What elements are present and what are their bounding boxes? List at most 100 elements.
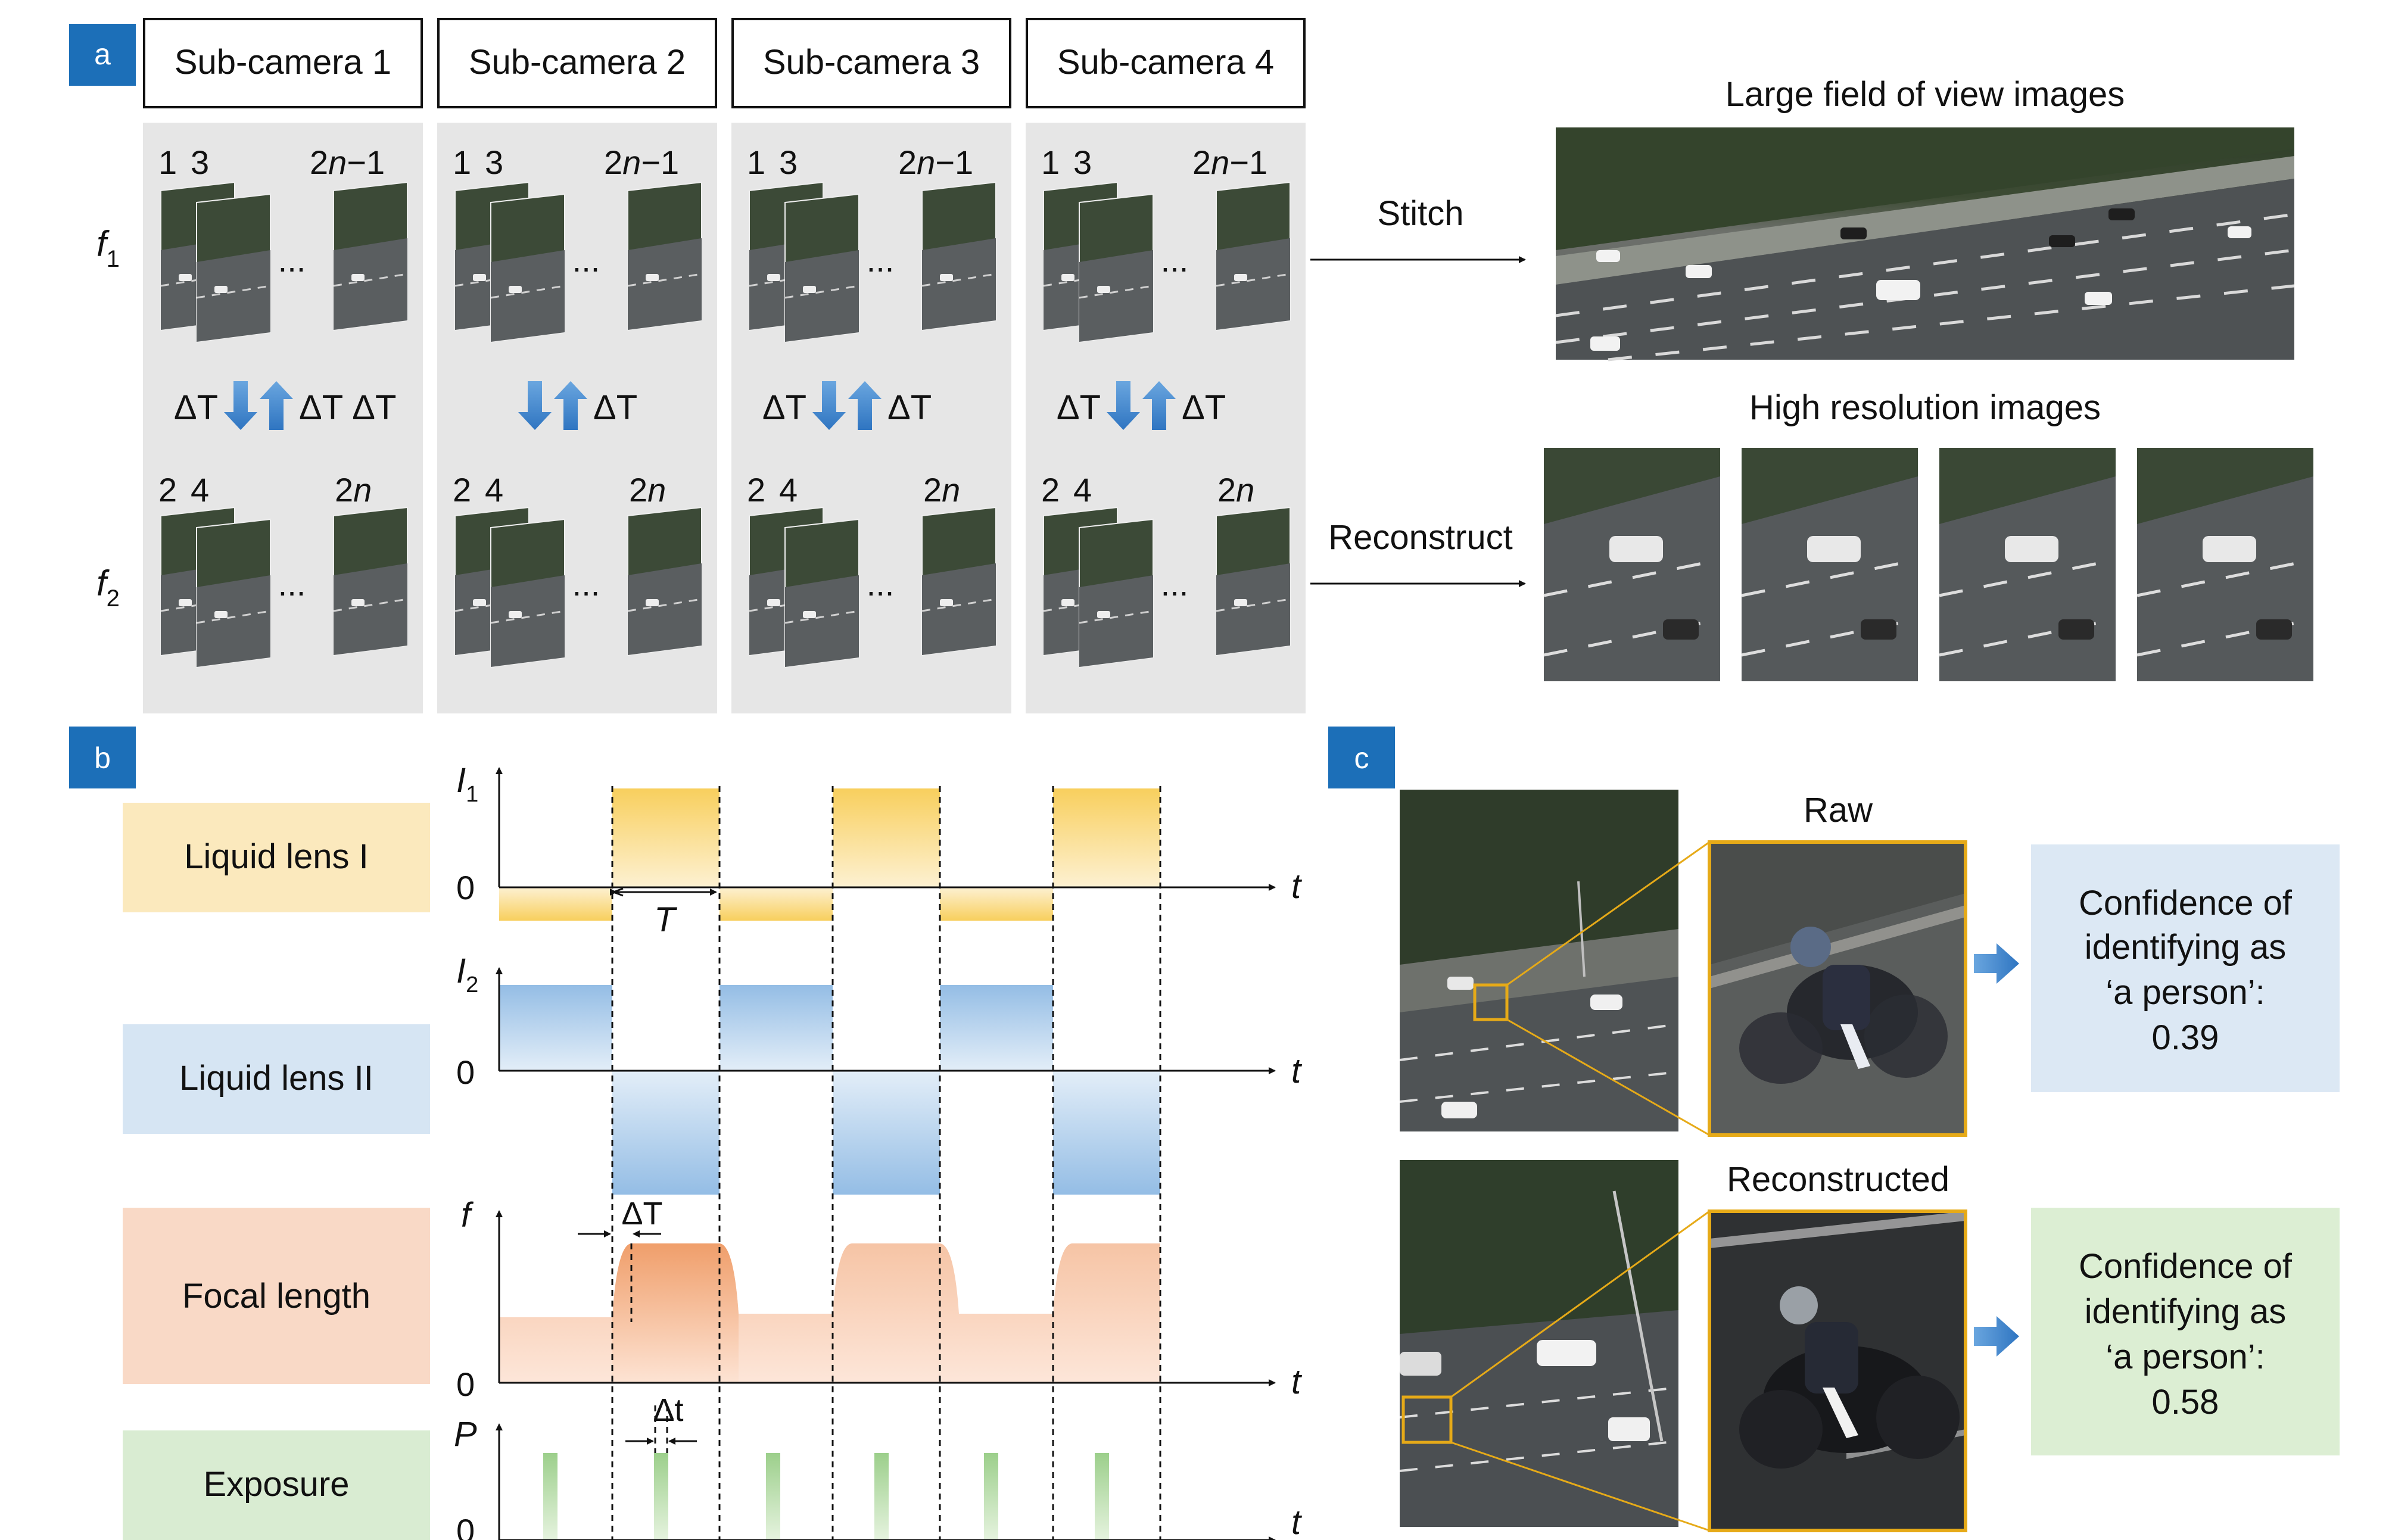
panel-b: b Liquid lens I Liquid lens II Focal len… [69,727,1303,1540]
frame-index-post: −1 [347,144,385,181]
focal-length-high-1 [612,1243,739,1383]
arrow-up-icon [1142,381,1176,430]
i1-high-3 [1053,788,1160,887]
i1-low-1 [499,887,612,921]
exposure-label: Exposure [203,1465,349,1504]
reconstructed-confidence-line3: ‘a person’: [2106,1338,2265,1376]
large-fov-image [1555,127,2295,361]
i2-high-3 [940,985,1053,1071]
axis-t: t [1291,1503,1303,1540]
frame-index-label: 4 [1073,471,1092,509]
raw-confidence-line3: ‘a person’: [2106,973,2265,1012]
frame-index-label: 2 [747,471,765,509]
row-label-f1-base: f [96,224,110,264]
row-label-f1-sub: 1 [107,246,120,272]
subcam4-label: Sub-camera 4 [1057,43,1274,82]
row-label-f2-base: f [96,563,110,603]
high-res-title: High resolution images [1749,388,2101,427]
exposure-pulse [543,1453,557,1540]
raw-confidence-line1: Confidence of [2079,884,2293,922]
reconstructed-zoom-image [1708,1209,1967,1532]
frame-index-pre: 2 [898,144,917,181]
stitch-label: Stitch [1377,194,1463,233]
panel-a-tag-text: a [94,38,111,71]
i2-high-2 [720,985,833,1071]
frame-thumbnail [1216,506,1291,656]
exposure-pulse [654,1453,668,1540]
raw-title: Raw [1804,791,1873,830]
large-fov-title: Large field of view images [1726,75,2125,114]
ellipsis: ... [1161,565,1189,603]
frame-index-var: n [942,471,960,509]
frame-index-label: 2n [1217,471,1254,509]
frame-index-pre: 2 [310,144,328,181]
frame-thumbnail [1079,193,1154,343]
axis-i1: I1 [456,761,478,807]
reconstruct-label: Reconstruct [1328,518,1512,557]
axis-zero: 0 [456,1512,475,1540]
i2-low-1 [612,1071,720,1195]
axis-zero: 0 [456,1366,475,1403]
period-label: T [654,900,677,939]
focal-length-box [123,1208,430,1384]
panel-c-tag-text: c [1354,741,1369,775]
delta-T-label: ΔT [593,388,637,427]
axis-t: t [1291,1363,1303,1401]
frame-thumbnail [627,181,702,331]
axes [496,767,1276,1540]
arrow-down-icon [1107,381,1140,430]
ellipsis: ... [278,565,306,603]
frame-index-pre: 2 [1217,471,1236,509]
frame-thumbnail [784,193,859,343]
subcam1-header [143,18,423,108]
frame-thumbnail [490,193,565,343]
i1-high-1 [612,788,720,887]
frame-index-var: n [353,471,372,509]
panel-b-tag-text: b [94,741,111,775]
high-res-tile [2136,448,2314,681]
exposure-pulse [1095,1453,1109,1540]
ellipsis: ... [278,241,306,279]
frame-index-label: 1 [453,144,471,181]
frame-thumbnail [627,506,702,656]
frame-index-post: −1 [1229,144,1267,181]
reconstructed-zoom-line [1450,1441,1710,1532]
frame-index-label: 4 [779,471,798,509]
frame-index-label: 2n−1 [1192,144,1267,181]
high-res-tile [1543,448,1721,681]
reconstructed-scene-image [1399,1160,1679,1527]
focal-length-waveform [499,1243,1160,1383]
frame-index-label: 4 [485,471,503,509]
frame-thumbnail [921,181,996,331]
high-res-images [1543,448,2314,681]
frame-index-label: 2 [453,471,471,509]
axis-f: f [461,1196,474,1235]
frame-index-label: 1 [747,144,765,181]
arrow-up-icon [848,381,882,430]
delta-T-label: ΔT [174,388,218,427]
reconstructed-confidence-box [2031,1208,2340,1455]
frame-thumbnail [784,518,859,668]
axis-i1-sub: 1 [466,782,478,807]
focal-length-label: Focal length [182,1277,370,1315]
row-label-f1: f1 [96,224,120,272]
i2-high-1 [499,985,612,1071]
delta-T-label: ΔT [621,1196,662,1232]
subcam3-label: Sub-camera 3 [763,43,980,82]
frame-thumbnail [921,506,996,656]
frame-index-label: 1 [1041,144,1060,181]
ellipsis: ... [1161,241,1189,279]
frame-index-var: n [647,471,666,509]
exposure-pulse [874,1453,889,1540]
frame-thumbnail [333,506,408,656]
frame-index-var: n [328,144,347,181]
axis-zero: 0 [456,869,475,906]
frame-thumbnail [196,518,271,668]
reconstructed-confidence-line2: identifying as [2085,1292,2287,1331]
subcam3-header [731,18,1011,108]
reconstructed-confidence-line1: Confidence of [2079,1247,2293,1286]
delta-T-label: ΔT [762,388,806,427]
delta-T-label: ΔT [1057,388,1101,427]
reconstructed-title: Reconstructed [1727,1160,1949,1199]
